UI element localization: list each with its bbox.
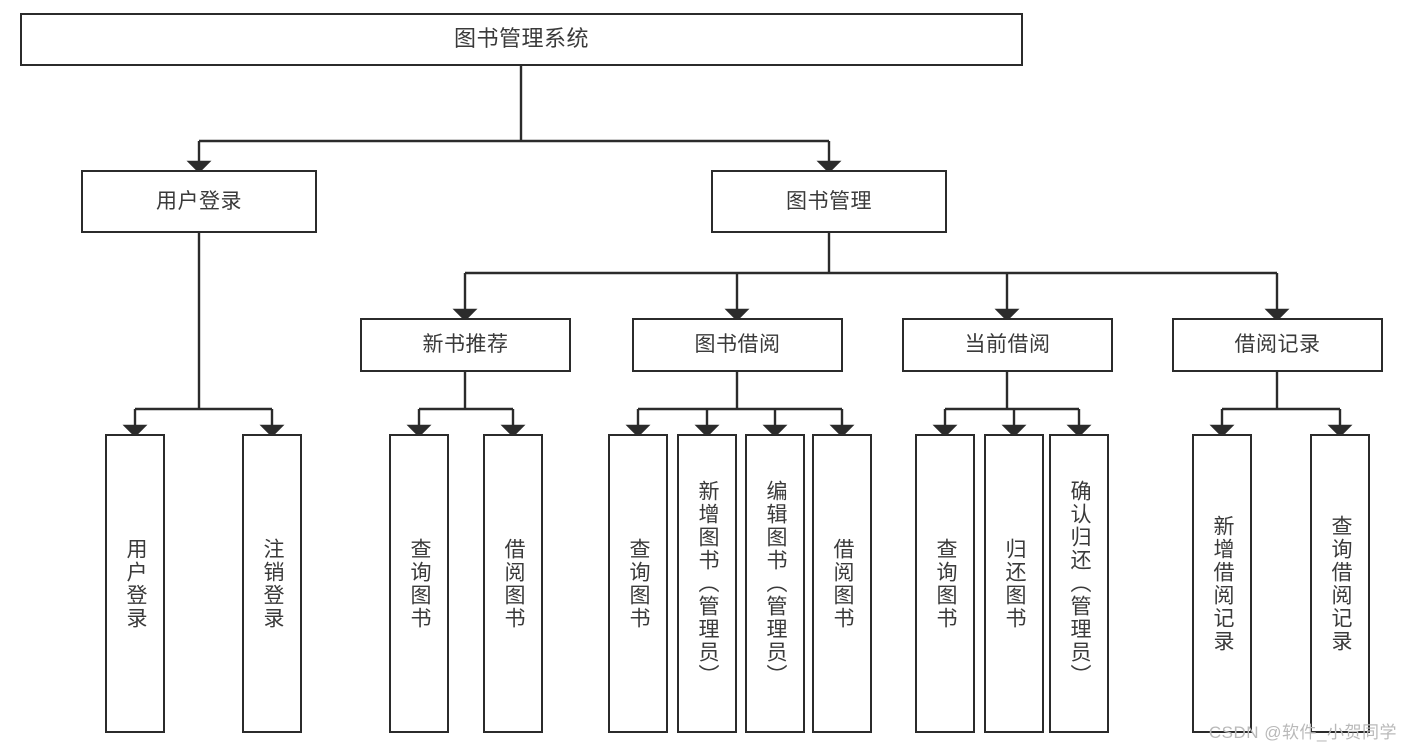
node-book-borrow[interactable]: 图书借阅 [632, 318, 843, 372]
node-leaf-add-record[interactable]: 新增借阅记录 [1192, 434, 1252, 733]
node-leaf-edit-book-label: 编辑图书（管理员） [764, 480, 788, 687]
node-leaf-borrow-book-1-label: 借阅图书 [502, 537, 526, 630]
node-leaf-confirm-return[interactable]: 确认归还（管理员） [1049, 434, 1109, 733]
node-leaf-add-record-label: 新增借阅记录 [1211, 514, 1235, 653]
node-leaf-query-book-2[interactable]: 查询图书 [608, 434, 668, 733]
node-current-borrow-label: 当前借阅 [964, 333, 1051, 357]
node-leaf-add-book[interactable]: 新增图书（管理员） [677, 434, 737, 733]
node-leaf-query-record[interactable]: 查询借阅记录 [1310, 434, 1370, 733]
csdn-watermark: CSDN @软件_小贺同学 [1208, 723, 1397, 742]
node-leaf-add-book-label: 新增图书（管理员） [696, 480, 720, 687]
node-leaf-user-login-label: 用户登录 [124, 537, 148, 630]
node-borrow-record-label: 借阅记录 [1234, 333, 1321, 357]
node-leaf-borrow-book-1[interactable]: 借阅图书 [483, 434, 543, 733]
node-leaf-query-book-2-label: 查询图书 [627, 537, 651, 630]
node-leaf-edit-book[interactable]: 编辑图书（管理员） [745, 434, 805, 733]
node-user-login-label: 用户登录 [156, 189, 242, 213]
node-leaf-return-book[interactable]: 归还图书 [984, 434, 1044, 733]
node-leaf-query-book-1[interactable]: 查询图书 [389, 434, 449, 733]
node-user-login[interactable]: 用户登录 [81, 170, 317, 233]
node-root-system-label: 图书管理系统 [453, 26, 589, 52]
node-leaf-query-book-1-label: 查询图书 [408, 537, 432, 630]
node-current-borrow[interactable]: 当前借阅 [902, 318, 1113, 372]
node-borrow-record[interactable]: 借阅记录 [1172, 318, 1383, 372]
node-root-system[interactable]: 图书管理系统 [20, 13, 1023, 66]
node-leaf-logout-label: 注销登录 [261, 537, 285, 630]
node-book-manage[interactable]: 图书管理 [711, 170, 947, 233]
node-leaf-user-login[interactable]: 用户登录 [105, 434, 165, 733]
node-book-borrow-label: 图书借阅 [694, 333, 781, 357]
node-leaf-borrow-book-2[interactable]: 借阅图书 [812, 434, 872, 733]
node-new-book-rec-label: 新书推荐 [422, 333, 509, 357]
node-leaf-query-record-label: 查询借阅记录 [1329, 514, 1353, 653]
node-leaf-logout[interactable]: 注销登录 [242, 434, 302, 733]
node-new-book-rec[interactable]: 新书推荐 [360, 318, 571, 372]
node-leaf-query-book-3-label: 查询图书 [934, 537, 958, 630]
node-leaf-return-book-label: 归还图书 [1003, 537, 1027, 630]
node-book-manage-label: 图书管理 [786, 189, 872, 213]
node-leaf-confirm-return-label: 确认归还（管理员） [1068, 480, 1092, 687]
node-leaf-query-book-3[interactable]: 查询图书 [915, 434, 975, 733]
node-leaf-borrow-book-2-label: 借阅图书 [831, 537, 855, 630]
